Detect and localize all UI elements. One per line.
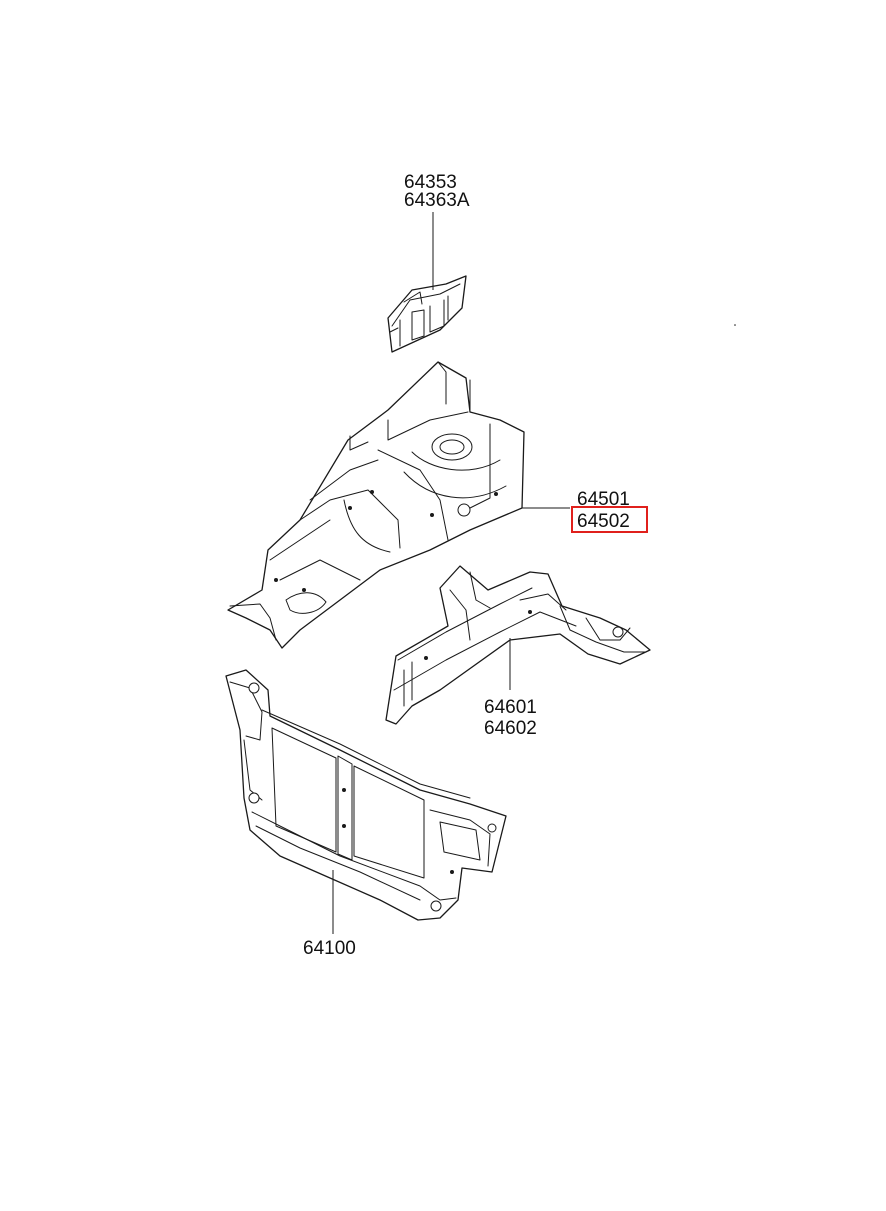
bracket-part[interactable] <box>387 275 467 353</box>
radiator-support-part[interactable] <box>225 669 507 921</box>
side-member-part[interactable] <box>385 565 651 725</box>
label-64100[interactable]: 64100 <box>303 938 356 959</box>
highlight-box-64502 <box>571 506 648 533</box>
scan-speck <box>734 324 736 326</box>
fender-apron-part[interactable] <box>227 361 525 649</box>
label-64501[interactable]: 64501 <box>577 489 630 510</box>
label-64601[interactable]: 64601 <box>484 697 537 718</box>
label-64353[interactable]: 64353 <box>404 172 457 193</box>
label-64502[interactable]: 64502 <box>577 511 630 532</box>
label-64363a[interactable]: 64363A <box>404 190 470 211</box>
label-64602[interactable]: 64602 <box>484 718 537 739</box>
